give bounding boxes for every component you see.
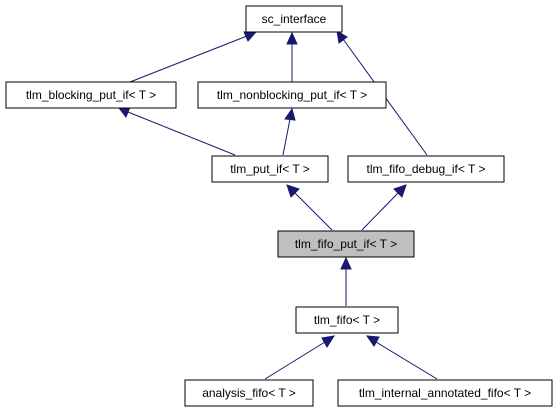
- edge-analysis-to-fifo: [264, 341, 326, 380]
- node-sc-interface-label: sc_interface: [262, 12, 327, 26]
- node-tlm-fifo-debug-if-label: tlm_fifo_debug_if< T >: [367, 162, 486, 176]
- node-tlm-fifo[interactable]: tlm_fifo< T >: [295, 306, 399, 334]
- edge-annotated-to-fifo: [375, 341, 438, 380]
- edges: [118, 30, 438, 380]
- node-tlm-nonblocking-put-if-label: tlm_nonblocking_put_if< T >: [217, 88, 367, 102]
- node-tlm-put-if-label: tlm_put_if< T >: [230, 162, 310, 176]
- edge-fifo-to-fifo-put-arrow: [340, 256, 352, 270]
- node-analysis-fifo-label: analysis_fifo< T >: [202, 386, 296, 400]
- edge-annotated-to-fifo-arrow: [365, 335, 380, 347]
- node-tlm-internal-annotated-fifo-label: tlm_internal_annotated_fifo< T >: [359, 386, 531, 400]
- edge-put-to-nonblocking: [282, 118, 291, 156]
- edge-nonblocking-to-sc-interface-arrow: [286, 31, 298, 45]
- node-tlm-fifo-debug-if[interactable]: tlm_fifo_debug_if< T >: [347, 155, 505, 183]
- node-tlm-fifo-put-if[interactable]: tlm_fifo_put_if< T >: [277, 230, 415, 258]
- edge-debug-to-sc-interface-arrow: [336, 30, 348, 44]
- node-tlm-fifo-label: tlm_fifo< T >: [314, 313, 380, 327]
- edge-fifo-put-to-debug: [361, 192, 399, 231]
- node-tlm-nonblocking-put-if[interactable]: tlm_nonblocking_put_if< T >: [197, 81, 387, 109]
- node-sc-interface[interactable]: sc_interface: [245, 5, 343, 33]
- node-tlm-put-if[interactable]: tlm_put_if< T >: [211, 155, 329, 183]
- edge-put-to-blocking: [127, 111, 236, 156]
- node-tlm-blocking-put-if-label: tlm_blocking_put_if< T >: [26, 88, 156, 102]
- edge-fifo-put-to-put-arrow: [286, 184, 300, 198]
- edge-blocking-to-sc-interface-arrow: [243, 31, 257, 42]
- node-tlm-blocking-put-if[interactable]: tlm_blocking_put_if< T >: [5, 81, 177, 109]
- edge-fifo-put-to-put: [294, 192, 333, 231]
- edge-analysis-to-fifo-arrow: [321, 335, 336, 348]
- node-analysis-fifo[interactable]: analysis_fifo< T >: [184, 379, 314, 407]
- node-tlm-fifo-put-if-label: tlm_fifo_put_if< T >: [295, 237, 397, 251]
- edge-fifo-put-to-debug-arrow: [393, 184, 407, 198]
- edge-put-to-nonblocking-arrow: [284, 107, 296, 121]
- edge-blocking-to-sc-interface: [129, 35, 248, 83]
- node-tlm-internal-annotated-fifo[interactable]: tlm_internal_annotated_fifo< T >: [337, 379, 553, 407]
